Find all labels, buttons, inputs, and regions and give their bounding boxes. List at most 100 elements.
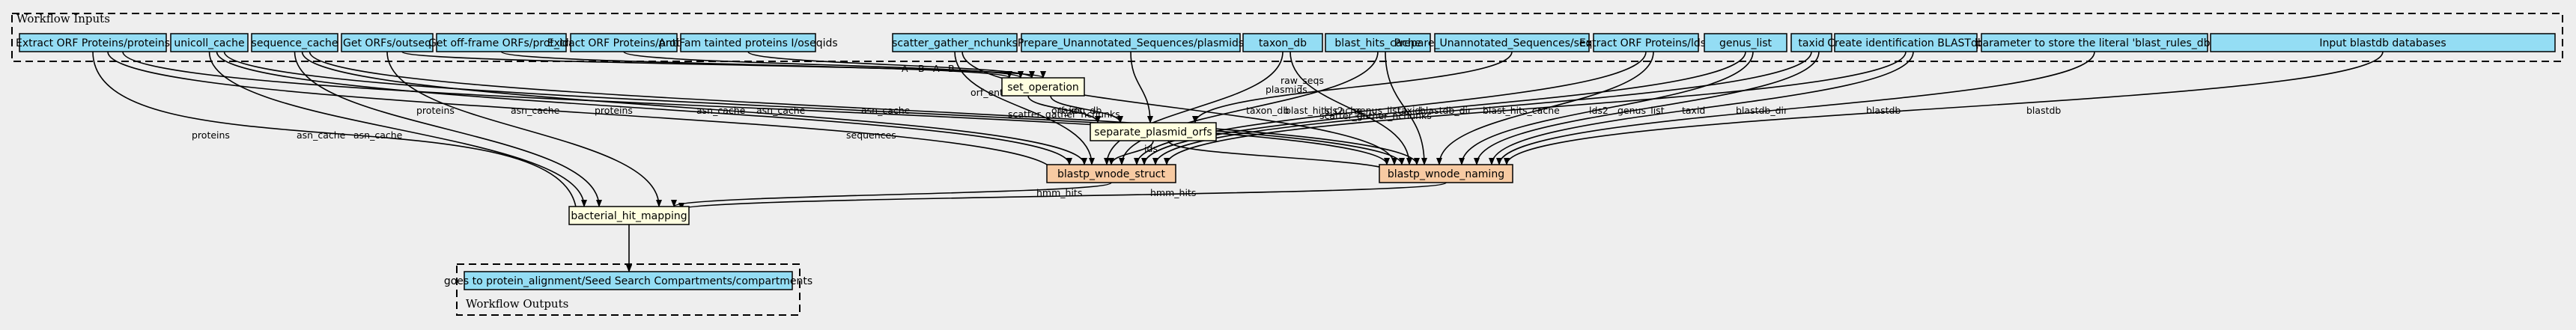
edge: [623, 51, 1024, 79]
input-node-label: scatter_gather_nchunks: [892, 37, 1018, 49]
step-set-operation-label: set_operation: [1007, 82, 1079, 94]
input-node-input-blastdb-databases[interactable]: Input blastdb databases: [2210, 33, 2556, 52]
input-node-label: blast_hits_cache: [1334, 37, 1421, 49]
step-bacterial-hit-mapping-label: bacterial_hit_mapping: [571, 210, 687, 222]
input-node-taxon-db[interactable]: taxon_db: [1242, 33, 1323, 52]
edge: [92, 51, 580, 216]
edge-label: blastdb: [2026, 105, 2061, 116]
input-node-get-orfs-outseq[interactable]: Get ORFs/outseq: [341, 33, 434, 52]
edge-label: asn_cache: [353, 129, 403, 141]
workflow-outputs-cluster-frame: Workflow Outputs: [456, 263, 801, 316]
edge: [216, 51, 1072, 165]
edge: [1152, 51, 1812, 165]
edge: [1164, 51, 1907, 165]
edge-label: B: [918, 63, 925, 74]
input-node-label: Extract ORF Proteins/lds2: [1579, 37, 1713, 49]
input-node-scatter-gather-nchunks[interactable]: scatter_gather_nchunks: [892, 33, 1018, 52]
edge: [294, 51, 602, 207]
edge-label: A: [902, 63, 908, 74]
step-set-operation[interactable]: set_operation: [1001, 77, 1085, 97]
input-node-label: genus_list: [1719, 37, 1772, 49]
edge: [1108, 140, 1154, 165]
input-node-extract-orf-proteins-prot-ids[interactable]: Extract ORF Proteins/prot_ids: [547, 33, 700, 52]
input-node-label: sequence_cache: [252, 37, 338, 49]
edge-label: B: [948, 63, 955, 74]
input-node-label: Create identification BLASTdb: [1827, 37, 1984, 49]
input-node-taxid[interactable]: taxid: [1790, 33, 1832, 52]
edge-label: plasmids: [1266, 84, 1307, 95]
edge-label: ids: [1144, 143, 1158, 154]
subworkflow-blastp-wnode-naming[interactable]: blastp_wnode_naming: [1379, 164, 1513, 183]
edge-label: sequences: [846, 129, 896, 141]
edge: [1489, 51, 1914, 165]
input-node-label: taxon_db: [1259, 37, 1307, 49]
step-separate-plasmid-orfs-label: separate_plasmid_orfs: [1094, 126, 1212, 138]
subworkflow-blastp-wnode-struct-label: blastp_wnode_struct: [1057, 168, 1166, 180]
input-node-antifam-tainted-proteins-i-oseqids[interactable]: AntiFam tainted proteins I/oseqids: [658, 33, 838, 52]
input-node-prepare-unannotated-sequences-plasmids[interactable]: Prepare_Unannotated_Sequences/plasmids: [1018, 33, 1244, 52]
edge-label: orf_ids: [1051, 105, 1082, 116]
edge: [386, 51, 662, 207]
edge: [223, 51, 1405, 165]
input-node-label: Input blastdb databases: [2319, 37, 2446, 49]
edge-label: genus_list: [1617, 105, 1665, 116]
input-node-get-off-frame-orfs-prot-ids[interactable]: Get off-frame ORFs/prot_ids: [428, 33, 574, 52]
edge: [1027, 95, 1101, 123]
edge: [301, 51, 1087, 165]
edge-label: lds2: [1589, 105, 1609, 116]
edge-label: proteins: [595, 105, 633, 116]
edge: [1504, 51, 2384, 165]
edge: [671, 182, 1112, 207]
input-node-unicoll-cache[interactable]: unicoll_cache: [170, 33, 249, 52]
edge: [122, 51, 1390, 165]
edge: [1459, 51, 1754, 165]
input-node-blast-hits-cache[interactable]: blast_hits_cache: [1325, 33, 1431, 52]
edge: [1104, 51, 1284, 165]
input-node-extract-orf-proteins-lds2[interactable]: Extract ORF Proteins/lds2: [1579, 33, 1713, 52]
workflow-inputs-label: Workflow Inputs: [16, 12, 110, 25]
input-node-label: Prepare_Unannotated_Sequences/sequences: [1394, 37, 1630, 49]
edge: [1130, 51, 1153, 123]
edge: [1289, 51, 1412, 165]
edge: [1134, 51, 1647, 165]
edges: [92, 51, 2384, 272]
edge: [1192, 51, 1513, 123]
input-node-parameter-to-store-the-literal-blast-rules-db[interactable]: parameter to store the literal 'blast_ru…: [1976, 33, 2214, 52]
edge-label: genus_list: [1354, 105, 1401, 116]
edge-label: A: [933, 63, 940, 74]
input-node-create-identification-blastdb[interactable]: Create identification BLASTdb: [1827, 33, 1984, 52]
edge: [1496, 51, 2095, 165]
input-node-label: Extract ORF Proteins/prot_ids: [547, 37, 700, 49]
input-node-label: taxid: [1798, 37, 1824, 49]
edge-label: lds2: [1324, 105, 1343, 116]
input-node-genus-list[interactable]: genus_list: [1704, 33, 1787, 52]
input-node-prepare-unannotated-sequences-sequences[interactable]: Prepare_Unannotated_Sequences/sequences: [1394, 33, 1630, 52]
edge-label: asn_cache: [756, 105, 806, 116]
edge-label: asn_cache: [297, 129, 346, 141]
edge: [309, 51, 1420, 165]
edge-label: taxid: [1682, 105, 1705, 116]
edge-label: hmm_hits: [1036, 187, 1082, 198]
input-node-label: parameter to store the literal 'blast_ru…: [1976, 37, 2214, 49]
edge-label: raw_seqs: [1281, 75, 1324, 86]
step-bacterial-hit-mapping[interactable]: bacterial_hit_mapping: [568, 206, 690, 225]
subworkflow-blastp-wnode-struct[interactable]: blastp_wnode_struct: [1046, 164, 1176, 183]
input-node-sequence-cache[interactable]: sequence_cache: [251, 33, 338, 52]
input-node-extract-orf-proteins-proteins[interactable]: Extract ORF Proteins/proteins: [16, 33, 170, 52]
edge: [500, 51, 1012, 79]
edge-label: taxon_db: [1246, 105, 1289, 116]
input-node-label: Extract ORF Proteins/proteins: [16, 37, 170, 49]
output-node-compartments-label: goes to protein_alignment/Seed Search Co…: [444, 275, 812, 287]
edge-label: blastdb: [1866, 105, 1901, 116]
edge-label: taxid: [1397, 105, 1421, 116]
edge: [401, 51, 1046, 79]
output-node-compartments[interactable]: goes to protein_alignment/Seed Search Co…: [444, 271, 812, 290]
workflow-outputs-label: Workflow Outputs: [466, 297, 568, 311]
edge-label: proteins: [192, 129, 230, 141]
input-node-label: AntiFam tainted proteins I/oseqids: [658, 37, 837, 49]
input-node-label: Prepare_Unannotated_Sequences/plasmids: [1018, 37, 1244, 49]
subworkflow-blastp-wnode-naming-label: blastp_wnode_naming: [1388, 168, 1504, 180]
edge-label: asn_cache: [861, 105, 911, 116]
step-separate-plasmid-orfs[interactable]: separate_plasmid_orfs: [1090, 122, 1217, 141]
